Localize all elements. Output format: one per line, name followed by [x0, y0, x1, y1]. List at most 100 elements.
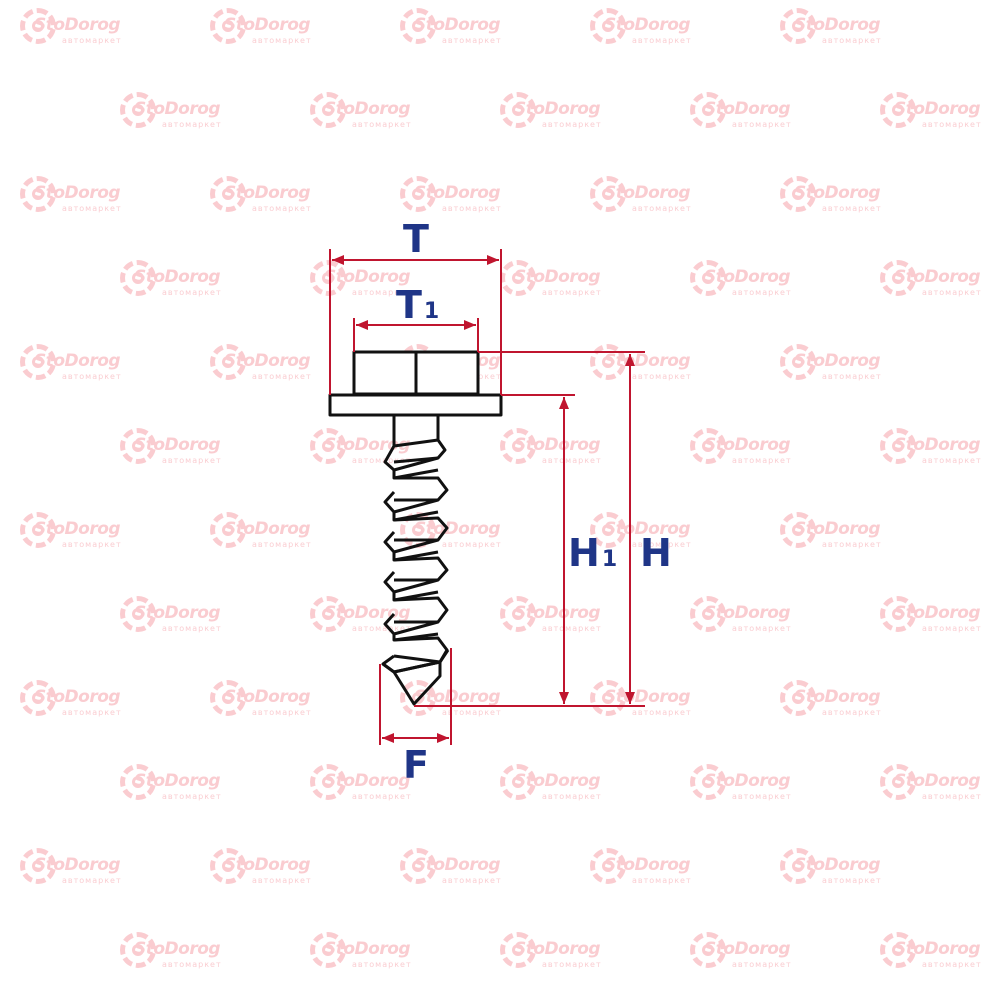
watermark-subtitle: автомаркет	[922, 792, 982, 801]
watermark-subtitle: автомаркет	[542, 624, 602, 633]
watermark-brand: StoDorog	[224, 855, 311, 875]
watermark-subtitle: автомаркет	[732, 288, 792, 297]
screw-tip	[382, 649, 450, 706]
watermark-brand: StoDorog	[794, 183, 881, 203]
watermark-brand: StoDorog	[324, 435, 411, 455]
watermark-brand: StoDorog	[34, 855, 121, 875]
watermark-brand: StoDorog	[894, 939, 981, 959]
gear-icon	[590, 680, 626, 716]
gear-icon	[780, 680, 816, 716]
watermark-subtitle: автомаркет	[632, 204, 692, 213]
screw-drawing	[328, 350, 503, 706]
watermark-subtitle: автомаркет	[922, 960, 982, 969]
watermark-brand: StoDorog	[514, 267, 601, 287]
gear-icon	[780, 512, 816, 548]
watermark-subtitle: автомаркет	[732, 792, 792, 801]
watermark-subtitle: автомаркет	[352, 624, 412, 633]
watermark-brand: StoDorog	[894, 99, 981, 119]
watermark-subtitle: автомаркет	[732, 456, 792, 465]
gear-icon	[210, 848, 246, 884]
gear-icon	[310, 260, 346, 296]
watermark-subtitle: автомаркет	[352, 960, 412, 969]
watermark-brand: StoDorog	[894, 267, 981, 287]
gear-icon	[500, 764, 536, 800]
watermark-subtitle: автомаркет	[822, 708, 882, 717]
watermark-brand: StoDorog	[224, 519, 311, 539]
watermark-subtitle: автомаркет	[542, 456, 602, 465]
watermark-subtitle: автомаркет	[252, 36, 312, 45]
gear-icon	[400, 176, 436, 212]
watermark-subtitle: автомаркет	[162, 960, 222, 969]
watermark-subtitle: автомаркет	[62, 540, 122, 549]
gear-icon	[310, 932, 346, 968]
watermark-subtitle: автомаркет	[542, 288, 602, 297]
gear-icon	[120, 260, 156, 296]
gear-icon	[880, 260, 916, 296]
watermark-brand: StoDorog	[894, 771, 981, 791]
label-H: H	[640, 531, 672, 575]
gear-icon	[880, 428, 916, 464]
watermark-brand: StoDorog	[414, 519, 501, 539]
watermark-brand: StoDorog	[414, 855, 501, 875]
watermark-subtitle: автомаркет	[62, 372, 122, 381]
watermark-brand: StoDorog	[134, 99, 221, 119]
watermark-brand: StoDorog	[224, 351, 311, 371]
watermark-subtitle: автомаркет	[732, 624, 792, 633]
label-T: T	[403, 217, 429, 261]
watermark-brand: StoDorog	[894, 603, 981, 623]
gear-icon	[690, 428, 726, 464]
gear-icon	[310, 764, 346, 800]
watermark-subtitle: автомаркет	[252, 204, 312, 213]
gear-icon	[20, 8, 56, 44]
watermark-brand: StoDorog	[324, 771, 411, 791]
gear-icon	[120, 932, 156, 968]
watermark-brand: StoDorog	[514, 771, 601, 791]
watermark-subtitle: автомаркет	[732, 960, 792, 969]
watermark-brand: StoDorog	[794, 351, 881, 371]
gear-icon	[590, 512, 626, 548]
gear-icon	[780, 8, 816, 44]
gear-icon	[780, 848, 816, 884]
watermark-brand: StoDorog	[414, 183, 501, 203]
watermark-brand: StoDorog	[324, 267, 411, 287]
watermark-brand: StoDorog	[134, 771, 221, 791]
gear-icon	[590, 176, 626, 212]
watermark-subtitle: автомаркет	[62, 204, 122, 213]
gear-icon	[20, 176, 56, 212]
watermark-brand: StoDorog	[794, 15, 881, 35]
gear-icon	[880, 932, 916, 968]
gear-icon	[500, 428, 536, 464]
gear-icon	[120, 596, 156, 632]
gear-icon	[500, 932, 536, 968]
gear-icon	[400, 8, 436, 44]
washer-flange	[328, 393, 503, 417]
gear-icon	[880, 764, 916, 800]
gear-icon	[880, 92, 916, 128]
watermark-brand: StoDorog	[34, 519, 121, 539]
gear-icon	[500, 92, 536, 128]
watermark-brand: StoDorog	[514, 603, 601, 623]
